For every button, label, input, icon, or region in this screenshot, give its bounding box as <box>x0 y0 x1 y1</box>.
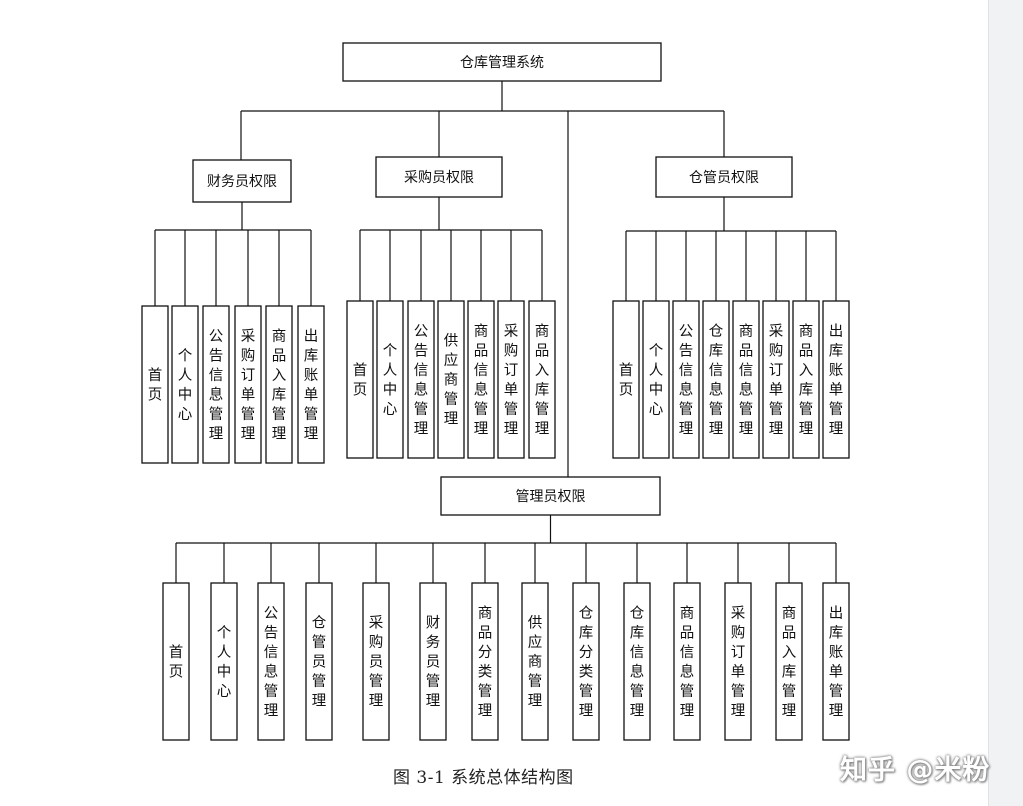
admin-child-9-box <box>623 582 651 741</box>
admin-child-13-label: 出库账单管理 <box>829 605 844 720</box>
finance-child-2-box <box>202 305 230 464</box>
warehouse-child-6-label: 商品入库管理 <box>799 323 814 438</box>
finance-child-5-box <box>297 305 325 464</box>
admin-child-4-label: 采购员管理 <box>369 615 384 710</box>
admin-child-11-label: 采购订单管理 <box>731 605 746 720</box>
admin-child-10-box <box>673 582 701 741</box>
admin-child-3-box <box>305 582 333 741</box>
warehouse-child-7-label: 出库账单管理 <box>829 323 844 438</box>
admin-child-8-label: 仓库分类管理 <box>579 605 594 720</box>
purchaser-child-3-label: 供应商管理 <box>444 333 459 428</box>
warehouse-child-4-label: 商品信息管理 <box>739 323 754 438</box>
finance-child-5-label: 出库账单管理 <box>304 328 319 443</box>
warehouse-group-label: 仓管员权限 <box>689 170 759 186</box>
finance-group-label: 财务员权限 <box>207 174 277 190</box>
purchaser-child-5-box <box>497 300 525 459</box>
finance-child-4-label: 商品入库管理 <box>272 328 287 443</box>
admin-child-6-label: 商品分类管理 <box>478 605 493 720</box>
admin-child-3-label: 仓管员管理 <box>312 615 327 710</box>
warehouse-child-3-label: 仓库信息管理 <box>709 323 724 438</box>
admin-group-box <box>440 476 661 516</box>
finance-child-0-label: 首页 <box>148 367 163 404</box>
purchaser-child-5-label: 采购订单管理 <box>504 323 519 438</box>
warehouse-group-box <box>655 156 793 198</box>
purchaser-child-4-label: 商品信息管理 <box>474 323 489 438</box>
purchaser-child-2-box <box>407 300 435 459</box>
warehouse-child-1-box <box>642 300 670 459</box>
root-node-box <box>342 42 662 82</box>
warehouse-child-7-box <box>822 300 850 459</box>
admin-child-12-label: 商品入库管理 <box>782 605 797 720</box>
purchaser-child-6-label: 商品入库管理 <box>535 323 550 438</box>
purchaser-group-label: 采购员权限 <box>404 170 474 186</box>
purchaser-child-4-box <box>467 300 495 459</box>
warehouse-child-5-label: 采购订单管理 <box>769 323 784 438</box>
admin-child-7-label: 供应商管理 <box>528 615 543 710</box>
admin-child-0-box <box>162 582 190 741</box>
finance-child-3-box <box>234 305 262 464</box>
admin-child-0-label: 首页 <box>169 644 184 681</box>
warehouse-child-2-box <box>672 300 700 459</box>
warehouse-child-2-label: 公告信息管理 <box>679 324 694 438</box>
warehouse-child-4-box <box>732 300 760 459</box>
watermark: 知乎 @米粉 <box>840 755 991 786</box>
admin-child-12-box <box>775 582 803 741</box>
figure-caption: 图 3-1 系统总体结构图 <box>393 768 574 788</box>
finance-child-1-label: 个人中心 <box>178 347 193 423</box>
purchaser-child-1-label: 个人中心 <box>383 342 398 418</box>
purchaser-child-2-label: 公告信息管理 <box>414 324 429 438</box>
warehouse-child-0-label: 首页 <box>619 362 634 399</box>
admin-child-6-box <box>471 582 499 741</box>
admin-child-5-box <box>419 582 447 741</box>
admin-child-1-label: 个人中心 <box>217 624 232 700</box>
admin-child-5-label: 财务员管理 <box>426 615 441 710</box>
warehouse-child-5-box <box>762 300 790 459</box>
warehouse-child-0-box <box>612 300 640 459</box>
admin-child-11-box <box>724 582 752 741</box>
warehouse-child-6-box <box>792 300 820 459</box>
purchaser-child-1-box <box>376 300 404 459</box>
purchaser-child-6-box <box>528 300 556 459</box>
purchaser-child-0-box <box>346 300 374 459</box>
warehouse-child-1-label: 个人中心 <box>649 342 664 418</box>
purchaser-child-0-label: 首页 <box>353 362 368 399</box>
warehouse-child-3-box <box>702 300 730 459</box>
admin-child-1-box <box>210 582 238 741</box>
structure-diagram: 仓库管理系统财务员权限首页个人中心公告信息管理采购订单管理商品入库管理出库账单管… <box>141 42 850 741</box>
admin-child-9-label: 仓库信息管理 <box>630 605 645 720</box>
admin-child-10-label: 商品信息管理 <box>680 605 695 720</box>
admin-child-4-box <box>362 582 390 741</box>
purchaser-group-box <box>375 156 503 198</box>
finance-child-3-label: 采购订单管理 <box>241 328 256 443</box>
scrollbar-track <box>988 0 1023 806</box>
purchaser-child-3-box <box>437 300 465 459</box>
finance-child-1-box <box>171 305 199 464</box>
admin-child-2-box <box>257 582 285 741</box>
admin-child-2-label: 公告信息管理 <box>264 606 279 720</box>
admin-child-13-box <box>822 582 850 741</box>
root-node-label: 仓库管理系统 <box>460 55 544 71</box>
admin-child-8-box <box>572 582 600 741</box>
admin-group-label: 管理员权限 <box>516 489 586 505</box>
finance-child-4-box <box>265 305 293 464</box>
admin-child-7-box <box>521 582 549 741</box>
finance-child-2-label: 公告信息管理 <box>209 329 224 443</box>
finance-child-0-box <box>141 305 169 464</box>
